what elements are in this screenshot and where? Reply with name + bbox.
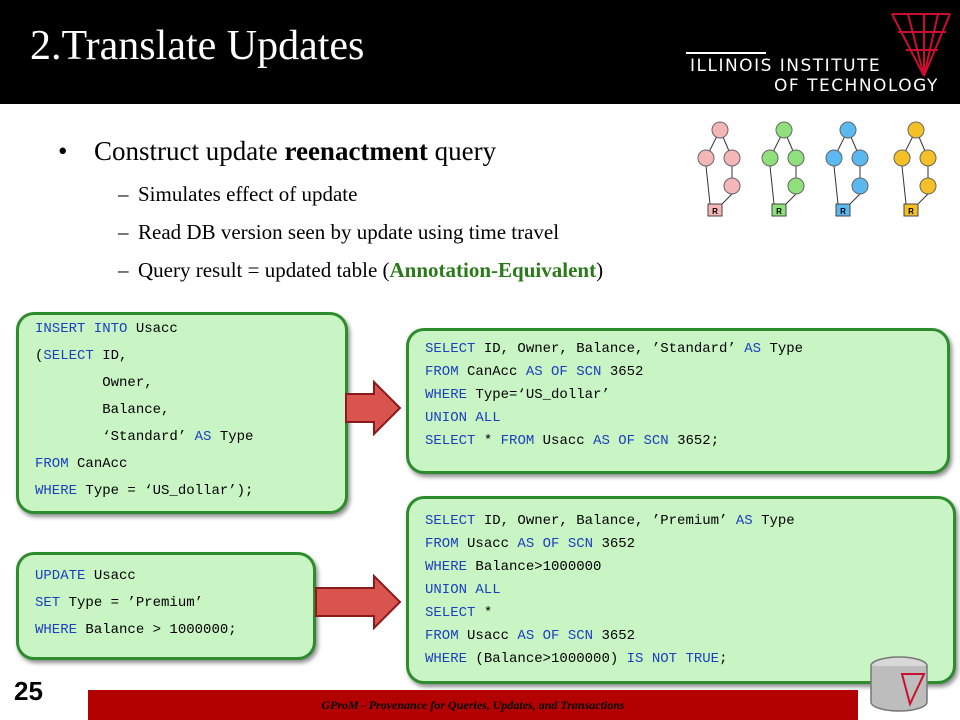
graph-node — [787, 177, 805, 195]
graph-node — [851, 149, 869, 167]
code-line: WHERE Balance>1000000 — [425, 559, 602, 575]
graph-root-node — [903, 203, 919, 217]
code-line: INSERT INTO Usacc — [35, 321, 178, 337]
code-line: SET Type = ’Premium’ — [35, 595, 204, 611]
graph-node — [723, 177, 741, 195]
graph-node — [697, 149, 715, 167]
annotation-equivalent-highlight: Annotation-Equivalent — [389, 258, 597, 282]
graph-root-label: R — [776, 207, 782, 216]
code-line: SELECT ID, Owner, Balance, ’Standard’ AS… — [425, 341, 804, 357]
bullet-main-prefix: Construct update — [94, 136, 285, 166]
graph-edge — [721, 193, 733, 205]
graph-node — [723, 149, 741, 167]
graph-node — [919, 149, 937, 167]
graph-root-node — [707, 203, 723, 217]
code-line: FROM CanAcc — [35, 456, 128, 472]
insert-statement-box: INSERT INTO Usacc (SELECT ID, Owner, Bal… — [16, 312, 348, 514]
code-line: WHERE Type=‘US_dollar’ — [425, 387, 610, 403]
code-line: (SELECT ID, — [35, 348, 128, 364]
reenactment-query-update-box: SELECT ID, Owner, Balance, ’Premium’ AS … — [406, 496, 956, 684]
right-arrow-icon — [345, 380, 402, 436]
graph-root-node — [835, 203, 851, 217]
graph-node — [761, 149, 779, 167]
code-line: SELECT * — [425, 605, 493, 621]
graph-edge — [705, 165, 711, 205]
code-line: WHERE Type = ‘US_dollar’); — [35, 483, 254, 499]
graph-edge — [849, 193, 861, 205]
code-line: SELECT ID, Owner, Balance, ’Premium’ AS … — [425, 513, 795, 529]
database-icon — [870, 656, 928, 712]
code-line: ‘Standard’ AS Type — [35, 429, 254, 445]
bullet-main-suffix: query — [427, 136, 497, 166]
code-line: Balance, — [35, 402, 170, 418]
graph-edge — [901, 165, 907, 205]
code-line: WHERE (Balance>1000000) IS NOT TRUE; — [425, 651, 728, 667]
code-line: SELECT * FROM Usacc AS OF SCN 3652; — [425, 433, 720, 449]
graph-node — [851, 177, 869, 195]
update-statement-box: UPDATE Usacc SET Type = ’Premium’ WHERE … — [16, 552, 316, 660]
code-line: WHERE Balance > 1000000; — [35, 622, 237, 638]
code-line: UNION ALL — [425, 582, 501, 598]
graph-node — [711, 121, 729, 139]
graph-edge — [917, 193, 929, 205]
code-line: FROM CanAcc AS OF SCN 3652 — [425, 364, 644, 380]
graph-root-node — [771, 203, 787, 217]
iit-logo-icon — [891, 13, 951, 77]
code-line: UPDATE Usacc — [35, 568, 136, 584]
bullet-dot: • — [58, 136, 68, 166]
graph-edge — [785, 193, 797, 205]
graph-root-label: R — [712, 207, 718, 216]
graph-node — [775, 121, 793, 139]
slide-title: 2.Translate Updates — [30, 23, 365, 69]
code-line: Owner, — [35, 375, 153, 391]
page-number: 25 — [14, 676, 43, 706]
graph-node — [893, 149, 911, 167]
code-line: UNION ALL — [425, 410, 501, 426]
footer-bar: GProM - Provenance for Queries, Updates,… — [88, 690, 858, 720]
graph-edge — [769, 165, 775, 205]
logo-text-line2: OF TECHNOLOGY — [774, 76, 939, 96]
bullet-main-bold: reenactment — [284, 136, 428, 166]
logo-text-line1: ILLINOIS INSTITUTE — [690, 56, 882, 76]
code-line: FROM Usacc AS OF SCN 3652 — [425, 628, 636, 644]
graph-node — [787, 149, 805, 167]
graph-edge — [833, 165, 839, 205]
reenactment-query-insert-box: SELECT ID, Owner, Balance, ’Standard’ AS… — [406, 328, 950, 474]
graph-root-label: R — [840, 207, 846, 216]
title-bar: 2.Translate Updates ILLINOIS INSTITUTE O… — [0, 0, 960, 104]
graph-node — [839, 121, 857, 139]
code-line: FROM Usacc AS OF SCN 3652 — [425, 536, 636, 552]
graph-node — [907, 121, 925, 139]
graph-root-label: R — [908, 207, 914, 216]
logo-divider — [686, 52, 766, 54]
graph-node — [919, 177, 937, 195]
graph-node — [825, 149, 843, 167]
right-arrow-icon — [315, 574, 402, 630]
